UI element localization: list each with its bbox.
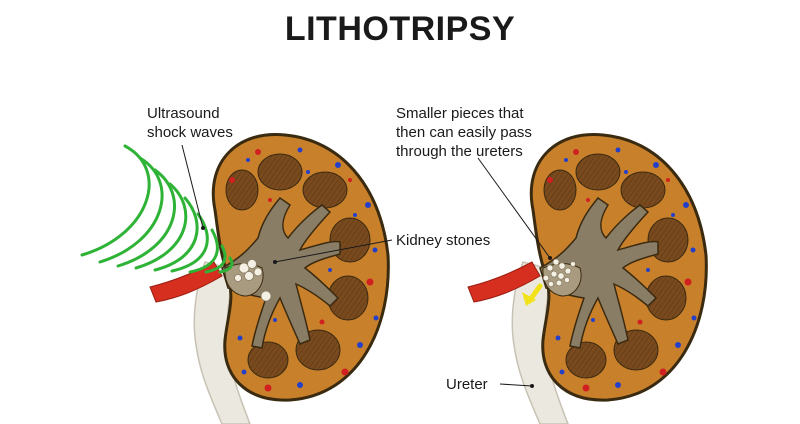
pointer-arrow [522,283,543,306]
label-ultrasound-shock-waves: Ultrasound shock waves [147,105,233,141]
ureter-pointer-line [499,383,533,387]
kidney-right [466,132,708,424]
label-ureter: Ureter [446,376,488,393]
stone-fragments-right [542,258,576,287]
kidney-left [80,132,393,424]
label-kidney-stones: Kidney stones [396,232,491,249]
ultrasound-pointer-line [181,144,204,229]
pieces-pointer-line [477,157,551,259]
shock-wave-arcs [80,144,234,274]
stone-cluster-left [234,259,272,302]
diagram-title: LITHOTRIPSY [284,10,516,48]
label-smaller-pieces: Smaller pieces that then can easily pass… [396,105,532,160]
stones-pointer-line [274,239,393,263]
